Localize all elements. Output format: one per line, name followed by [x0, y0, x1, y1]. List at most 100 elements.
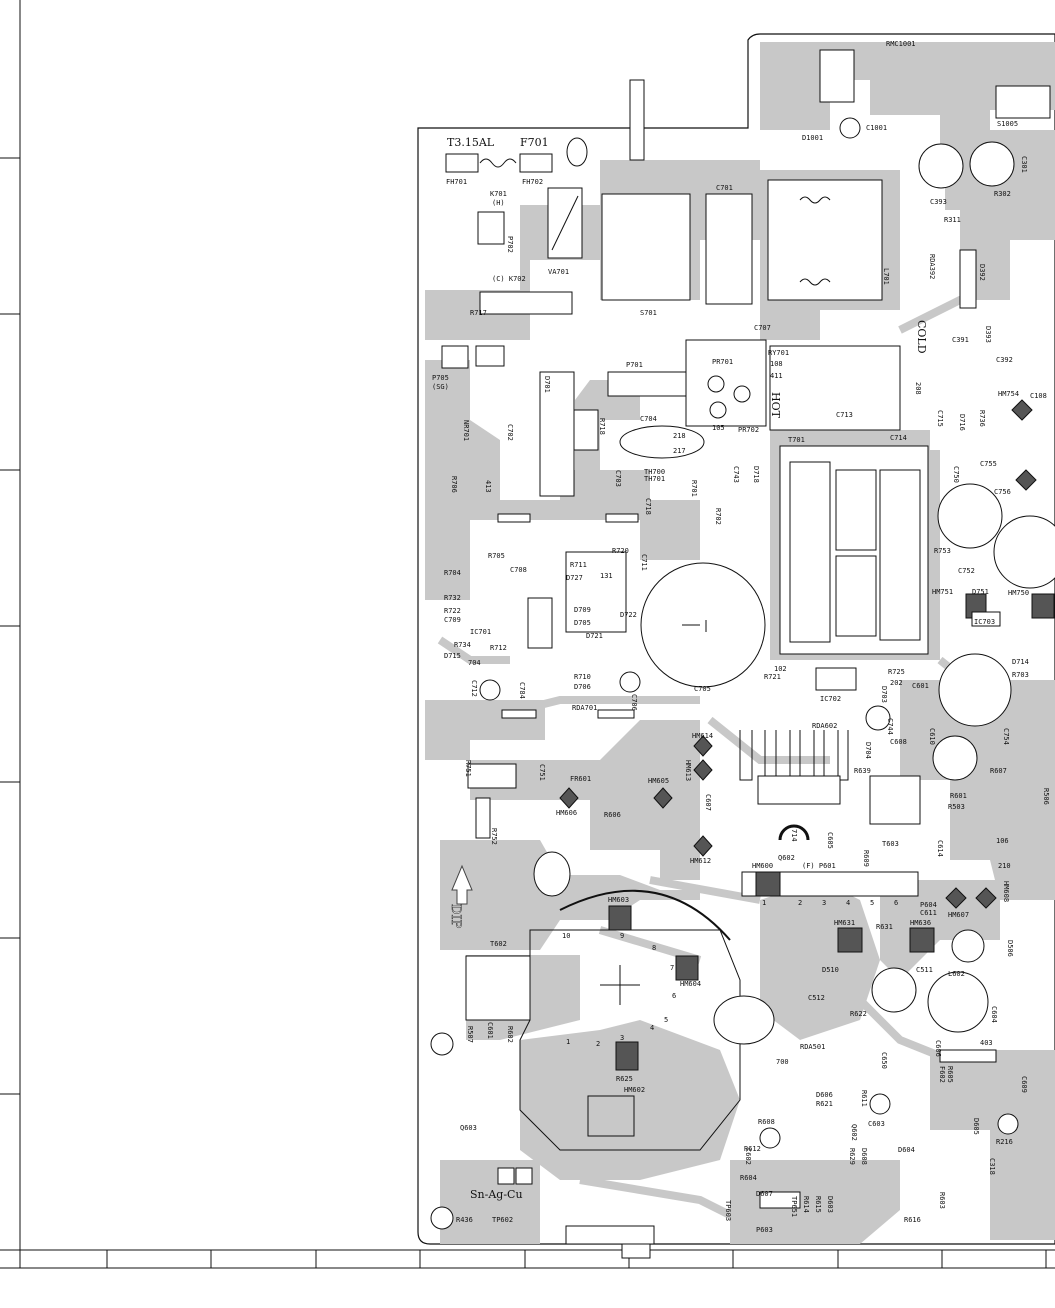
ref-label: P604 — [920, 901, 937, 909]
ref-label: C702 — [506, 424, 514, 441]
ref-label: R734 — [454, 641, 471, 649]
ref-label: Q602 — [850, 1124, 858, 1141]
ref-label: 108 — [770, 360, 783, 368]
switch-s1005 — [995, 85, 1051, 119]
ref-label: T701 — [788, 436, 805, 444]
ref-label: R625 — [616, 1075, 633, 1083]
ref-label: R703 — [1012, 671, 1029, 679]
ref-label: (C) K702 — [492, 275, 526, 283]
ref-label: (F) P601 — [802, 862, 836, 870]
ref-label: R711 — [570, 561, 587, 569]
capacitor-c756 — [937, 483, 1003, 549]
capacitor-c511 — [871, 967, 917, 1013]
ref-label: 413 — [484, 480, 492, 493]
ref-label: D603 — [826, 1196, 834, 1213]
p601-pin-4: 4 — [846, 899, 850, 907]
ref-label: R608 — [758, 1118, 775, 1126]
capacitor-c753 — [993, 515, 1055, 589]
ref-label: R601 — [950, 792, 967, 800]
t602-pin-7: 7 — [670, 964, 674, 972]
ref-label: C707 — [754, 324, 771, 332]
thermistor-th700 — [619, 425, 705, 459]
ref-label: 217 — [673, 447, 686, 455]
ref-label: C709 — [444, 616, 461, 624]
ref-label: R631 — [876, 923, 893, 931]
ref-label: D393 — [984, 326, 992, 343]
ref-label: R639 — [854, 767, 871, 775]
ref-label: 714 — [790, 829, 798, 842]
capacitor-c393 — [918, 143, 964, 189]
hm612-marker — [693, 835, 713, 857]
t602-pin-10: 10 — [562, 932, 570, 940]
heatsink-fins — [739, 730, 849, 841]
t602-pin-6: 6 — [672, 992, 676, 1000]
ref-label: VA701 — [548, 268, 569, 276]
ref-label: D608 — [860, 1148, 868, 1165]
ref-label: R717 — [470, 309, 487, 317]
ref-label: TP603 — [724, 1200, 732, 1221]
ref-label: R503 — [948, 803, 965, 811]
ref-label: C705 — [694, 685, 711, 693]
ref-label: 700 — [776, 1058, 789, 1066]
ir-receiver-rmc1001 — [819, 49, 855, 103]
ref-label: D715 — [444, 652, 461, 660]
relay-k701 — [477, 211, 505, 245]
ref-label: TP602 — [492, 1216, 513, 1224]
ref-label: C606 — [934, 1040, 942, 1057]
ref-label: R302 — [994, 190, 1011, 198]
ref-label: C712 — [470, 680, 478, 697]
switch-s701 — [601, 193, 691, 301]
ref-label: R607 — [990, 767, 1007, 775]
ref-label: NR701 — [462, 420, 470, 441]
ref-label: R702 — [714, 508, 722, 525]
ref-label: T602 — [490, 940, 507, 948]
ref-label: C609 — [1020, 1076, 1028, 1093]
ref-label: R718 — [598, 418, 606, 435]
ref-label: HM613 — [684, 760, 692, 781]
ref-label: C704 — [640, 415, 657, 423]
capacitor-c712 — [479, 679, 501, 701]
ref-label: D706 — [574, 683, 591, 691]
mounting-hole-bottom — [430, 1206, 454, 1230]
ref-label: IC702 — [820, 695, 841, 703]
transistor-q602 — [778, 824, 810, 841]
ref-label: D751 — [972, 588, 989, 596]
fuse-holder-right — [519, 153, 553, 173]
ref-label: C601 — [912, 682, 929, 690]
ref-label: C602 — [744, 1148, 752, 1165]
ref-label: D722 — [620, 611, 637, 619]
ref-label: D701 — [543, 376, 551, 393]
ref-label: K701 — [490, 190, 507, 198]
hm604-marker — [675, 955, 699, 981]
ref-label: D607 — [756, 1190, 773, 1198]
ref-label: C752 — [958, 567, 975, 575]
p601-pin-1: 1 — [762, 899, 766, 907]
ref-label: HM612 — [690, 857, 711, 865]
ref-label: RDA602 — [812, 722, 837, 730]
ref-label: D709 — [574, 606, 591, 614]
ref-label: HM631 — [834, 919, 855, 927]
ref-label: R616 — [904, 1216, 921, 1224]
ref-label: C108 — [1030, 392, 1047, 400]
p601-pin-6: 6 — [894, 899, 898, 907]
ref-label: D604 — [898, 1146, 915, 1154]
ref-label: R704 — [444, 569, 461, 577]
bottom-connector-tab — [621, 1243, 651, 1259]
capacitor-c604 — [927, 971, 989, 1033]
ref-label: R705 — [488, 552, 505, 560]
ref-label: C715 — [936, 410, 944, 427]
ref-label: R311 — [944, 216, 961, 224]
ref-label: C391 — [952, 336, 969, 344]
ref-label: HM754 — [998, 390, 1019, 398]
ref-label: HM604 — [680, 980, 701, 988]
ref-label: C614 — [936, 840, 944, 857]
resistor-pad-r717 — [479, 291, 573, 315]
right-electrolytics — [759, 141, 1055, 1209]
ref-label: C608 — [890, 738, 907, 746]
sheet-frame — [0, 0, 1055, 1269]
ref-label: C751 — [538, 764, 546, 781]
dip-direction-label: DIP — [448, 904, 463, 929]
ref-label: 102 — [774, 665, 787, 673]
ref-label: D506 — [1006, 940, 1014, 957]
